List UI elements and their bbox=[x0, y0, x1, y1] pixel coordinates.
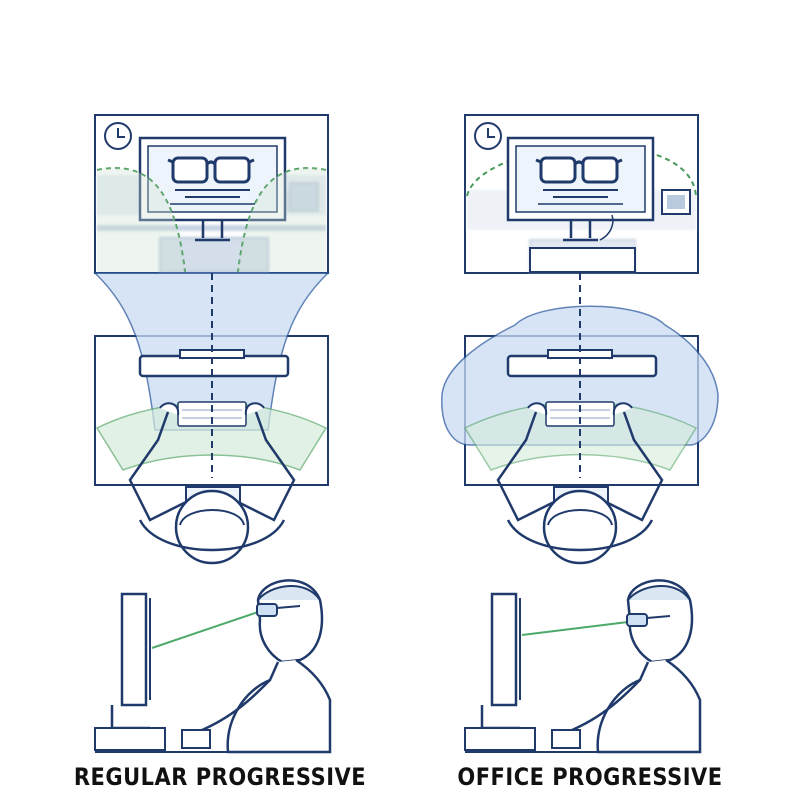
person-icon bbox=[496, 402, 664, 565]
regular-side-view bbox=[94, 579, 332, 754]
office-desk-topview bbox=[441, 273, 719, 565]
office-view-window bbox=[464, 114, 699, 274]
clock-icon bbox=[474, 122, 502, 150]
regular-desk-topview bbox=[93, 272, 330, 565]
monitor-icon bbox=[138, 136, 287, 242]
office-progressive-caption: OFFICE PROGRESSIVE bbox=[457, 763, 723, 791]
monitor-icon bbox=[506, 136, 655, 242]
regular-progressive-panel bbox=[93, 114, 332, 754]
glasses-icon bbox=[535, 156, 623, 184]
office-progressive-panel bbox=[441, 114, 719, 754]
regular-view-window bbox=[94, 114, 329, 274]
regular-progressive-caption: REGULAR PROGRESSIVE bbox=[73, 763, 367, 791]
office-side-view bbox=[464, 579, 702, 754]
person-icon bbox=[128, 402, 296, 565]
clock-icon bbox=[104, 122, 132, 150]
glasses-icon bbox=[167, 156, 255, 184]
